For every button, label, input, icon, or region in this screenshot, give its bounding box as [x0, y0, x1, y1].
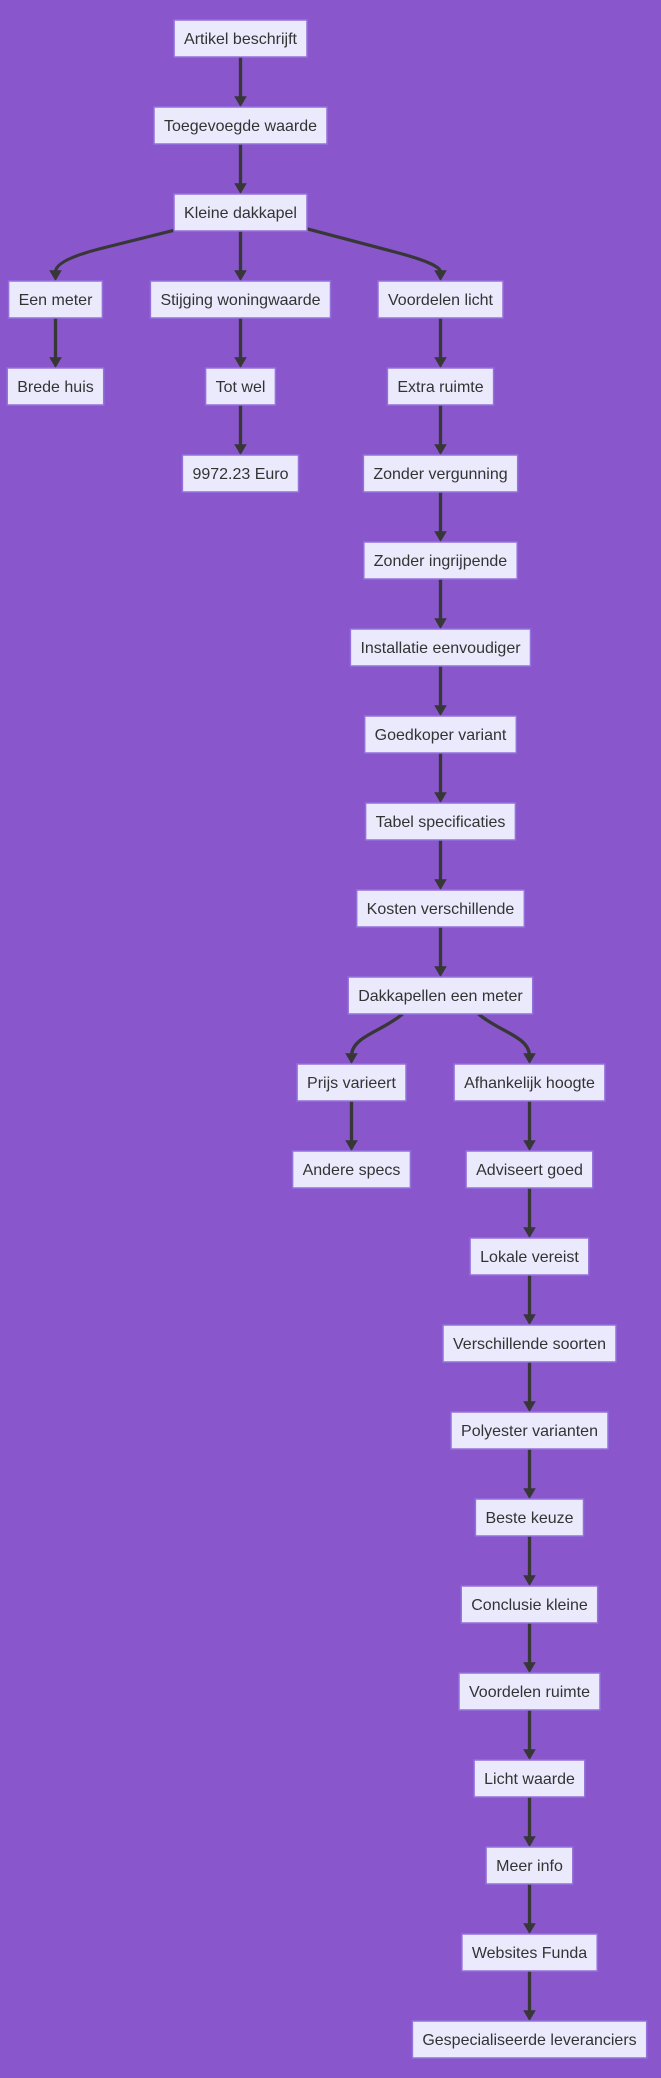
svg-text:Lokale vereist: Lokale vereist	[480, 1249, 579, 1266]
svg-text:Voordelen ruimte: Voordelen ruimte	[469, 1684, 590, 1701]
svg-text:Zonder vergunning: Zonder vergunning	[373, 466, 507, 483]
svg-text:Toegevoegde waarde: Toegevoegde waarde	[164, 118, 317, 135]
svg-text:Adviseert goed: Adviseert goed	[476, 1162, 583, 1179]
svg-text:9972.23 Euro: 9972.23 Euro	[192, 466, 288, 483]
svg-text:Stijging woningwaarde: Stijging woningwaarde	[160, 292, 320, 309]
svg-text:Een meter: Een meter	[19, 292, 93, 309]
svg-text:Kosten verschillende: Kosten verschillende	[367, 901, 515, 918]
svg-text:Goedkoper variant: Goedkoper variant	[375, 727, 507, 744]
svg-text:Extra ruimte: Extra ruimte	[397, 379, 483, 396]
svg-text:Voordelen licht: Voordelen licht	[388, 292, 494, 309]
svg-text:Dakkapellen een meter: Dakkapellen een meter	[358, 988, 523, 1005]
svg-text:Brede huis: Brede huis	[17, 379, 94, 396]
svg-text:Tabel specificaties: Tabel specificaties	[376, 814, 506, 831]
svg-text:Licht waarde: Licht waarde	[484, 1771, 575, 1788]
svg-text:Polyester varianten: Polyester varianten	[461, 1423, 598, 1440]
svg-text:Tot wel: Tot wel	[216, 379, 266, 396]
svg-text:Zonder ingrijpende: Zonder ingrijpende	[374, 553, 508, 570]
svg-text:Artikel beschrijft: Artikel beschrijft	[184, 31, 297, 48]
svg-text:Gespecialiseerde leveranciers: Gespecialiseerde leveranciers	[422, 2032, 636, 2049]
svg-text:Meer info: Meer info	[496, 1858, 563, 1875]
svg-text:Beste keuze: Beste keuze	[485, 1510, 573, 1527]
svg-text:Websites Funda: Websites Funda	[472, 1945, 587, 1962]
svg-text:Installatie eenvoudiger: Installatie eenvoudiger	[360, 640, 521, 657]
svg-text:Conclusie kleine: Conclusie kleine	[471, 1597, 588, 1614]
svg-text:Kleine dakkapel: Kleine dakkapel	[184, 205, 297, 222]
svg-text:Prijs varieert: Prijs varieert	[307, 1075, 396, 1092]
svg-text:Afhankelijk hoogte: Afhankelijk hoogte	[464, 1075, 595, 1092]
svg-text:Andere specs: Andere specs	[303, 1162, 401, 1179]
svg-text:Verschillende soorten: Verschillende soorten	[453, 1336, 606, 1353]
